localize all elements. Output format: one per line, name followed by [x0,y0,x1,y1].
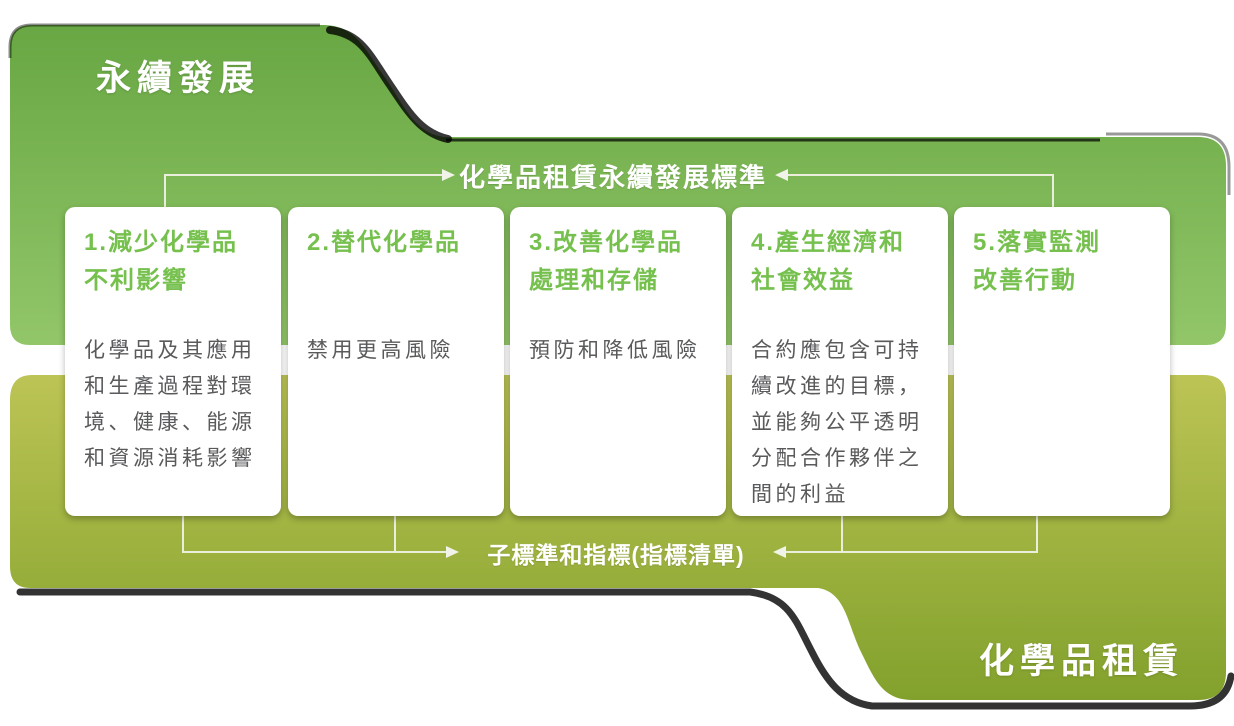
bottom-connector-vertical-card1 [182,516,184,553]
sustainability-zone-label: 永續發展 [96,59,261,98]
criterion-card-2: 2.替代化學品 禁用更高風險 [288,207,504,516]
criterion-card-3-body: 預防和降低風險 [529,339,701,362]
criterion-card-1-heading: 1.減少化學品 不利影響 [84,229,239,294]
criterion-card-5-heading: 5.落實監測 改善行動 [973,229,1102,294]
top-connector-title: 化學品租賃永續發展標準 [458,162,768,193]
bottom-connector-right-arrow-icon [446,546,459,558]
top-connector-left-line [164,174,442,176]
bottom-connector-right-line [786,551,1038,553]
bottom-connector-left-line [182,551,446,553]
chemical-leasing-zone-label: 化學品租賃 [978,642,1184,681]
criterion-card-2-body: 禁用更高風險 [307,339,454,362]
bottom-connector-vertical-card4 [841,516,843,553]
bottom-connector-vertical-card2 [394,516,396,553]
criterion-card-1: 1.減少化學品 不利影響 化學品及其應用和生產過程對環境、健康、能源和資源消耗影… [65,207,281,516]
bottom-connector-title: 子標準和指標(指標清單) [487,542,745,568]
criterion-card-2-heading: 2.替代化學品 [307,229,462,256]
top-connector-left-arrow-icon [775,169,788,181]
criterion-card-4: 4.產生經濟和 社會效益 合約應包含可持續改進的目標，並能夠公平透明分配合作夥伴… [732,207,948,516]
criterion-card-1-body: 化學品及其應用和生產過程對環境、健康、能源和資源消耗影響 [84,339,256,470]
criterion-card-3: 3.改善化學品 處理和存儲 預防和降低風險 [510,207,726,516]
bottom-connector-left-arrow-icon [773,546,786,558]
bottom-connector-vertical-card5 [1036,516,1038,553]
top-connector-right-arrow-icon [442,169,455,181]
top-connector-left-vertical [164,175,166,208]
criterion-card-5: 5.落實監測 改善行動 [954,207,1170,516]
criterion-card-4-heading: 4.產生經濟和 社會效益 [751,229,906,294]
top-connector-right-line [788,174,1054,176]
criterion-card-4-body: 合約應包含可持續改進的目標，並能夠公平透明分配合作夥伴之間的利益 [751,339,923,506]
top-connector-right-vertical [1052,175,1054,208]
criterion-card-3-heading: 3.改善化學品 處理和存儲 [529,229,684,294]
